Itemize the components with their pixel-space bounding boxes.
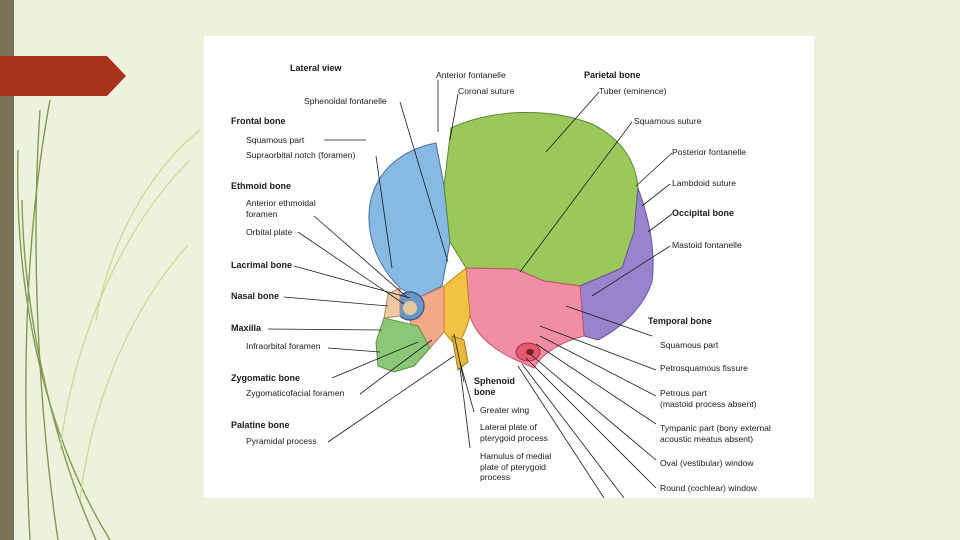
label-lacrimal-bone: Lacrimal bone: [231, 260, 293, 270]
palatine-bone-shape: [451, 335, 469, 371]
figure-title: Lateral view: [290, 63, 342, 73]
label-ethmoid-bone: Ethmoid bone: [231, 181, 291, 191]
label-nasal-bone: Nasal bone: [231, 291, 280, 301]
label-sphenoid-bone: Sphenoid bone: [474, 376, 515, 397]
skull-diagram: Lateral view Anterior fontanelle Coronal…: [204, 36, 814, 498]
label-greater-wing: Greater wing: [480, 405, 530, 415]
label-parietal-bone: Parietal bone: [584, 70, 641, 80]
label-mastoid-fontanelle: Mastoid fontanelle: [672, 240, 742, 250]
label-sphenoidal-fontanelle: Sphenoidal fontanelle: [304, 96, 387, 106]
label-lateral-plate: Lateral plate of pterygoid process: [480, 422, 548, 443]
parietal-bone-shape: [443, 111, 639, 287]
maxilla-shape: [375, 317, 431, 373]
label-orbital-plate: Orbital plate: [246, 227, 293, 237]
leader-lines: [267, 80, 673, 498]
oval-window: [526, 349, 534, 355]
label-pyramidal-process: Pyramidal process: [246, 436, 317, 446]
label-petrous-part: Petrous part (mastoid process absent): [660, 388, 757, 409]
label-temporal-squamous-part: Squamous part: [660, 340, 719, 350]
label-occipital-bone: Occipital bone: [672, 208, 735, 218]
skull-illustration: [267, 80, 673, 498]
label-anterior-ethmoidal-foramen: Anterior ethmoidal foramen: [246, 198, 316, 219]
label-lambdoid-suture: Lambdoid suture: [672, 178, 737, 188]
label-coronal-suture: Coronal suture: [458, 86, 515, 96]
label-supraorbital-notch: Supraorbital notch (foramen): [246, 150, 356, 160]
label-frontal-squamous-part: Squamous part: [246, 135, 305, 145]
label-posterior-fontanelle: Posterior fontanelle: [672, 147, 747, 157]
label-hamulus: Hamulus of medial plate of pterygoid pro…: [480, 451, 552, 482]
label-palatine-bone: Palatine bone: [231, 420, 290, 430]
accent-arrow-banner: [0, 56, 126, 96]
label-zygomaticofacial-foramen: Zygomaticofacial foramen: [246, 388, 345, 398]
temporal-bone-shape: [465, 267, 585, 369]
label-oval-window: Oval (vestibular) window: [660, 458, 754, 468]
label-maxilla: Maxilla: [231, 323, 262, 333]
sphenoid-bone-shape: [443, 267, 471, 347]
occipital-bone-shape: [579, 187, 654, 341]
label-tympanic-part: Tympanic part (bony external acoustic me…: [660, 423, 771, 444]
label-frontal-bone: Frontal bone: [231, 116, 286, 126]
orbit-inner: [403, 301, 417, 315]
label-round-window: Round (cochlear) window: [660, 483, 757, 493]
label-temporal-bone: Temporal bone: [648, 316, 712, 326]
label-squamous-suture: Squamous suture: [634, 116, 702, 126]
label-petrosquamous-fissure: Petrosquamous fissure: [660, 363, 748, 373]
label-tuber: Tuber (eminence): [599, 86, 667, 96]
label-infraorbital-foramen: Infraorbital foramen: [246, 341, 321, 351]
left-side-strip: [0, 0, 14, 540]
label-zygomatic-bone: Zygomatic bone: [231, 373, 301, 383]
label-anterior-fontanelle: Anterior fontanelle: [436, 70, 506, 80]
nasal-bone-shape: [383, 287, 401, 319]
